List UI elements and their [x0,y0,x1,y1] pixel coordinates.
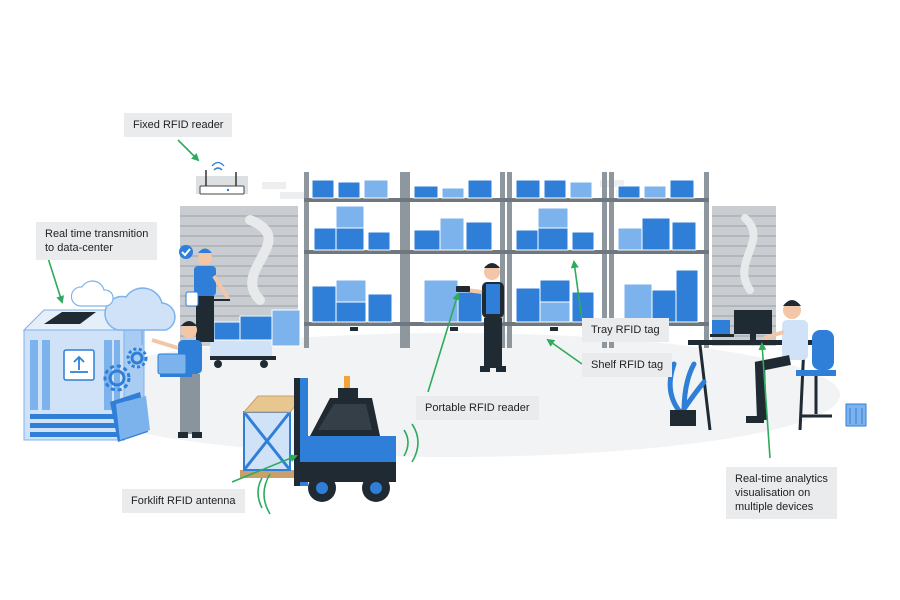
laptop-icon [157,353,192,377]
shelving-racks [304,172,709,348]
callout-real-time-analytics: Real-time analytics visualisation on mul… [726,467,837,519]
monitor-icon [734,310,772,340]
worker-with-cart [185,248,230,342]
checkmark-icon [179,245,193,259]
warehouse-floor [60,333,840,457]
trash-bin-icon [845,403,867,427]
folder-icon [110,392,150,442]
office-chair [796,330,836,418]
forklift-icon [240,376,419,515]
plant-icon [667,361,707,426]
hand-cart [210,299,301,368]
callout-fixed-rfid-reader: Fixed RFID reader [124,113,233,137]
callout-shelf-rfid-tag: Shelf RFID tag [582,353,673,377]
callout-tray-rfid-tag: Tray RFID tag [582,318,669,342]
wifi-router-icon [196,161,248,195]
worker-with-scanner [456,263,506,372]
laptop-icon [710,320,734,337]
callout-arrows [47,139,771,483]
callout-portable-rfid-reader: Portable RFID reader [416,396,539,420]
worker-at-desk [746,300,808,423]
cloud-icon [70,280,176,345]
gear-icon [103,347,148,392]
callout-forklift-rfid-antenna: Forklift RFID antenna [122,489,245,513]
callout-real-time-transmission: Real time transmition to data-center [36,222,158,260]
